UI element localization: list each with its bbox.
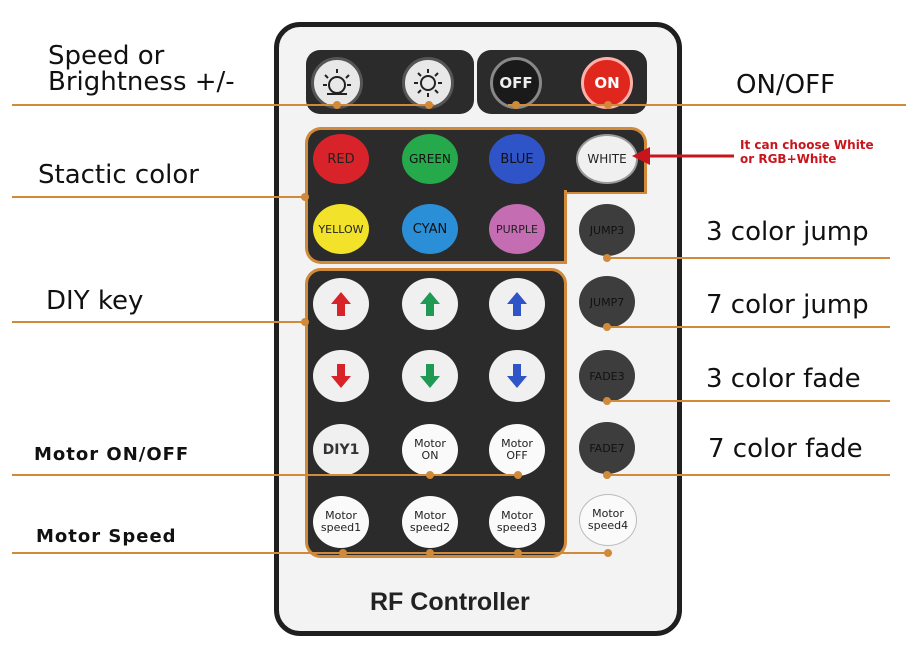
remote-title: RF Controller xyxy=(370,588,530,616)
jump3-label: 3 color jump xyxy=(706,217,869,247)
leader-dot xyxy=(514,471,522,479)
jump7-button[interactable]: JUMP7 xyxy=(579,276,635,328)
fade3-leader-line xyxy=(607,400,890,402)
red-down-button[interactable] xyxy=(313,350,369,402)
leader-dot xyxy=(333,101,341,109)
diy-leader-line xyxy=(12,321,308,323)
static-color-label: Stactic color xyxy=(38,160,199,190)
jump3-button[interactable]: JUMP3 xyxy=(579,204,635,256)
diy1-button[interactable]: DIY1 xyxy=(313,424,369,476)
speed-label: Speed or Brightness +/- xyxy=(48,41,235,97)
brightness-up-icon xyxy=(323,69,351,95)
brightness-down-button[interactable] xyxy=(402,57,454,109)
leader-dot xyxy=(514,549,522,557)
arrow-down-icon xyxy=(507,364,527,388)
fade7-label: 7 color fade xyxy=(708,434,863,464)
leader-dot xyxy=(603,397,611,405)
leader-dot xyxy=(604,101,612,109)
fade3-label: 3 color fade xyxy=(706,364,861,394)
arrow-up-icon xyxy=(507,292,527,316)
jump3-leader-line xyxy=(607,257,890,259)
red-button[interactable]: RED xyxy=(313,134,369,184)
green-button[interactable]: GREEN xyxy=(402,134,458,184)
arrow-down-icon xyxy=(331,364,351,388)
onoff-leader-line xyxy=(508,104,906,106)
motor-onoff-leader-line xyxy=(12,474,522,476)
white-button[interactable]: WHITE xyxy=(576,134,638,184)
blue-up-button[interactable] xyxy=(489,278,545,330)
fade7-leader-line xyxy=(607,474,890,476)
green-up-button[interactable] xyxy=(402,278,458,330)
motor-speed-leader-line xyxy=(12,552,612,554)
leader-dot xyxy=(301,193,309,201)
leader-dot xyxy=(604,549,612,557)
jump7-leader-line xyxy=(607,326,890,328)
leader-dot xyxy=(425,101,433,109)
yellow-button[interactable]: YELLOW xyxy=(313,204,369,254)
arrow-up-icon xyxy=(331,292,351,316)
diy-key-label: DIY key xyxy=(46,286,144,316)
purple-button[interactable]: PURPLE xyxy=(489,204,545,254)
fade7-button[interactable]: FADE7 xyxy=(579,422,635,474)
arrow-up-icon xyxy=(420,292,440,316)
red-up-button[interactable] xyxy=(313,278,369,330)
onoff-label: ON/OFF xyxy=(736,70,836,100)
leader-dot xyxy=(426,471,434,479)
leader-dot xyxy=(603,323,611,331)
white-note-arrow xyxy=(632,147,734,165)
arrow-down-icon xyxy=(420,364,440,388)
blue-button[interactable]: BLUE xyxy=(489,134,545,184)
panel-edge xyxy=(564,192,567,264)
speed-leader-line xyxy=(12,104,434,106)
green-down-button[interactable] xyxy=(402,350,458,402)
leader-dot xyxy=(512,101,520,109)
static-leader-line xyxy=(12,196,308,198)
motor-speed-label: Motor Speed xyxy=(36,526,177,547)
motor-onoff-label: Motor ON/OFF xyxy=(34,444,190,465)
leader-dot xyxy=(603,471,611,479)
leader-dot xyxy=(339,549,347,557)
blue-down-button[interactable] xyxy=(489,350,545,402)
leader-dot xyxy=(301,318,309,326)
jump7-label: 7 color jump xyxy=(706,290,869,320)
panel-edge xyxy=(564,192,647,195)
white-note: It can choose White or RGB+White xyxy=(740,138,874,166)
on-button[interactable]: ON xyxy=(581,57,633,109)
leader-dot xyxy=(426,549,434,557)
fade3-button[interactable]: FADE3 xyxy=(579,350,635,402)
leader-dot xyxy=(603,254,611,262)
cyan-button[interactable]: CYAN xyxy=(402,204,458,254)
brightness-down-icon xyxy=(414,69,442,97)
